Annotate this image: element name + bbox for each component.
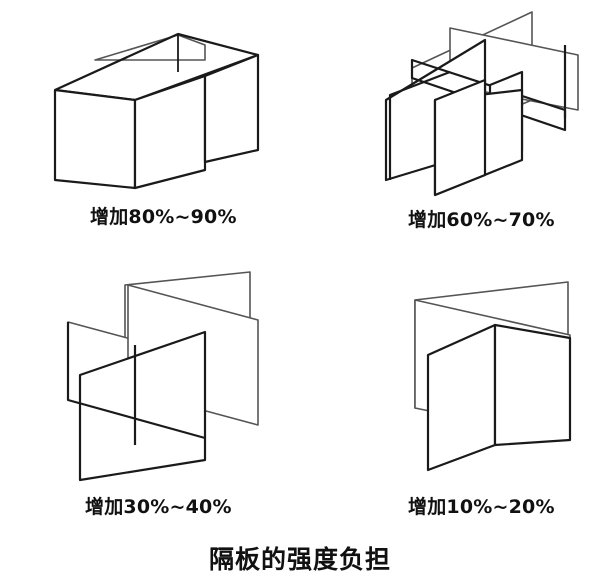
panel-grid-2x2: 增加30%~40% bbox=[0, 260, 300, 518]
panel-single-cross: 增加10%~20% bbox=[300, 260, 600, 518]
panel-caption: 增加10%~20% bbox=[408, 496, 555, 518]
panel-caption: 增加80%~90% bbox=[90, 206, 237, 228]
panel-box-with-panel: 增加80%~90% bbox=[0, 0, 300, 240]
panel-caption: 增加60%~70% bbox=[408, 209, 555, 231]
grid-2x2-drawing bbox=[66, 271, 259, 482]
panel-grid-3x2: 增加60%~70% bbox=[300, 0, 600, 240]
box-with-panel-drawing bbox=[53, 32, 260, 190]
single-cross-drawing bbox=[414, 281, 572, 472]
panel-caption: 增加30%~40% bbox=[85, 496, 232, 518]
figure-title: 隔板的强度负担 bbox=[208, 545, 391, 574]
grid-3x2-drawing bbox=[384, 11, 579, 197]
